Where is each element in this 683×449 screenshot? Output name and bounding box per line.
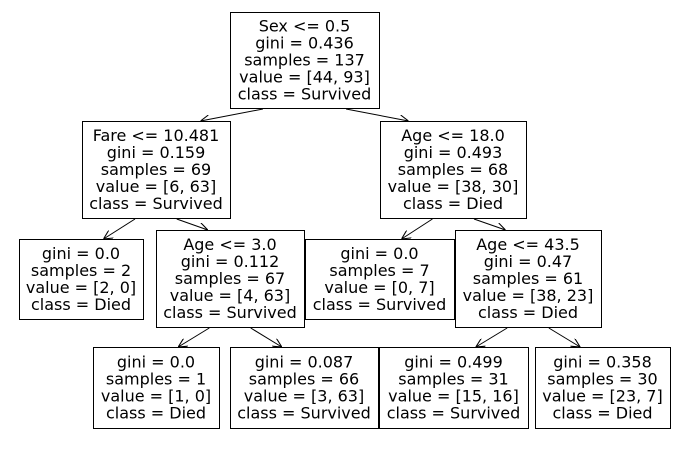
node-text-line: value = [0, 7] bbox=[324, 278, 434, 297]
node-text-line: value = [15, 16] bbox=[388, 387, 519, 406]
node-text-line: class = Died bbox=[106, 404, 206, 423]
node-text-line: samples = 137 bbox=[244, 51, 365, 70]
node-text-line: class = Survived bbox=[313, 295, 447, 314]
node-text-line: samples = 30 bbox=[547, 370, 657, 389]
edge-arrow-n1-n4 bbox=[176, 218, 208, 230]
edge-arrow-n4-n7 bbox=[178, 327, 210, 347]
node-box bbox=[82, 121, 231, 219]
node-text-line: Age <= 3.0 bbox=[183, 235, 276, 254]
node-box bbox=[156, 230, 305, 328]
node-text-line: samples = 68 bbox=[398, 160, 508, 179]
edge-arrow-n1-n3 bbox=[104, 218, 136, 239]
edge-arrow-root-n1 bbox=[201, 108, 264, 121]
node-text-line: Sex <= 0.5 bbox=[259, 17, 351, 36]
node-text-line: gini = 0.159 bbox=[107, 143, 206, 162]
node-text-line: samples = 69 bbox=[101, 160, 211, 179]
node-box bbox=[230, 12, 380, 109]
node-text-line: gini = 0.112 bbox=[181, 252, 280, 271]
node-text-line: samples = 61 bbox=[473, 269, 583, 288]
node-text-line: gini = 0.493 bbox=[404, 143, 503, 162]
node-text-line: value = [23, 7] bbox=[542, 387, 662, 406]
node-text-line: value = [3, 63] bbox=[244, 387, 364, 406]
node-box bbox=[379, 347, 529, 429]
node-text-line: gini = 0.0 bbox=[42, 244, 120, 263]
node-text-line: class = Survived bbox=[89, 194, 223, 213]
edge-arrow-root-n2 bbox=[345, 108, 408, 121]
node-text-line: value = [38, 23] bbox=[463, 286, 594, 305]
node-box bbox=[19, 239, 144, 320]
node-text-line: value = [4, 63] bbox=[170, 286, 290, 305]
edge-arrow-n6-n10 bbox=[548, 327, 580, 347]
node-text-line: samples = 67 bbox=[175, 269, 285, 288]
node-text-line: gini = 0.499 bbox=[404, 353, 503, 372]
node-text-line: class = Died bbox=[403, 194, 503, 213]
node-text-line: Fare <= 10.481 bbox=[93, 126, 220, 145]
node-text-line: value = [6, 63] bbox=[96, 177, 216, 196]
node-text-line: samples = 66 bbox=[249, 370, 359, 389]
node-text-line: class = Died bbox=[31, 295, 131, 314]
node-box bbox=[535, 347, 671, 429]
node-text-line: gini = 0.47 bbox=[484, 252, 572, 271]
node-text-line: class = Survived bbox=[238, 85, 372, 104]
edge-arrow-n6-n9 bbox=[476, 327, 508, 347]
edge-arrow-n4-n8 bbox=[250, 327, 282, 347]
node-box bbox=[93, 347, 220, 429]
node-text-line: class = Died bbox=[552, 404, 652, 423]
node-text-line: Age <= 43.5 bbox=[476, 235, 580, 254]
node-text-line: value = [1, 0] bbox=[101, 387, 211, 406]
edges-layer bbox=[104, 108, 581, 347]
node-text-line: value = [44, 93] bbox=[239, 68, 370, 87]
node-text-line: samples = 1 bbox=[106, 370, 206, 389]
node-text-line: value = [2, 0] bbox=[26, 278, 136, 297]
node-box bbox=[305, 239, 455, 320]
node-text-line: gini = 0.436 bbox=[255, 34, 354, 53]
node-text-line: samples = 31 bbox=[398, 370, 508, 389]
node-text-line: class = Died bbox=[478, 303, 578, 322]
node-text-line: class = Survived bbox=[237, 404, 371, 423]
node-text-line: value = [38, 30] bbox=[388, 177, 519, 196]
edge-arrow-n2-n5 bbox=[402, 218, 433, 239]
node-text-line: gini = 0.0 bbox=[117, 353, 195, 372]
node-text-line: samples = 2 bbox=[31, 261, 131, 280]
node-text-line: Age <= 18.0 bbox=[401, 126, 505, 145]
node-box bbox=[230, 347, 379, 429]
node-text-line: class = Survived bbox=[387, 404, 521, 423]
node-text-line: gini = 0.087 bbox=[255, 353, 354, 372]
node-box bbox=[455, 230, 602, 328]
node-text-line: class = Survived bbox=[163, 303, 297, 322]
node-text-line: gini = 0.358 bbox=[553, 353, 652, 372]
node-box bbox=[380, 121, 527, 219]
node-text-line: gini = 0.0 bbox=[340, 244, 418, 263]
edge-arrow-n2-n6 bbox=[473, 218, 506, 230]
node-text-line: samples = 7 bbox=[329, 261, 429, 280]
